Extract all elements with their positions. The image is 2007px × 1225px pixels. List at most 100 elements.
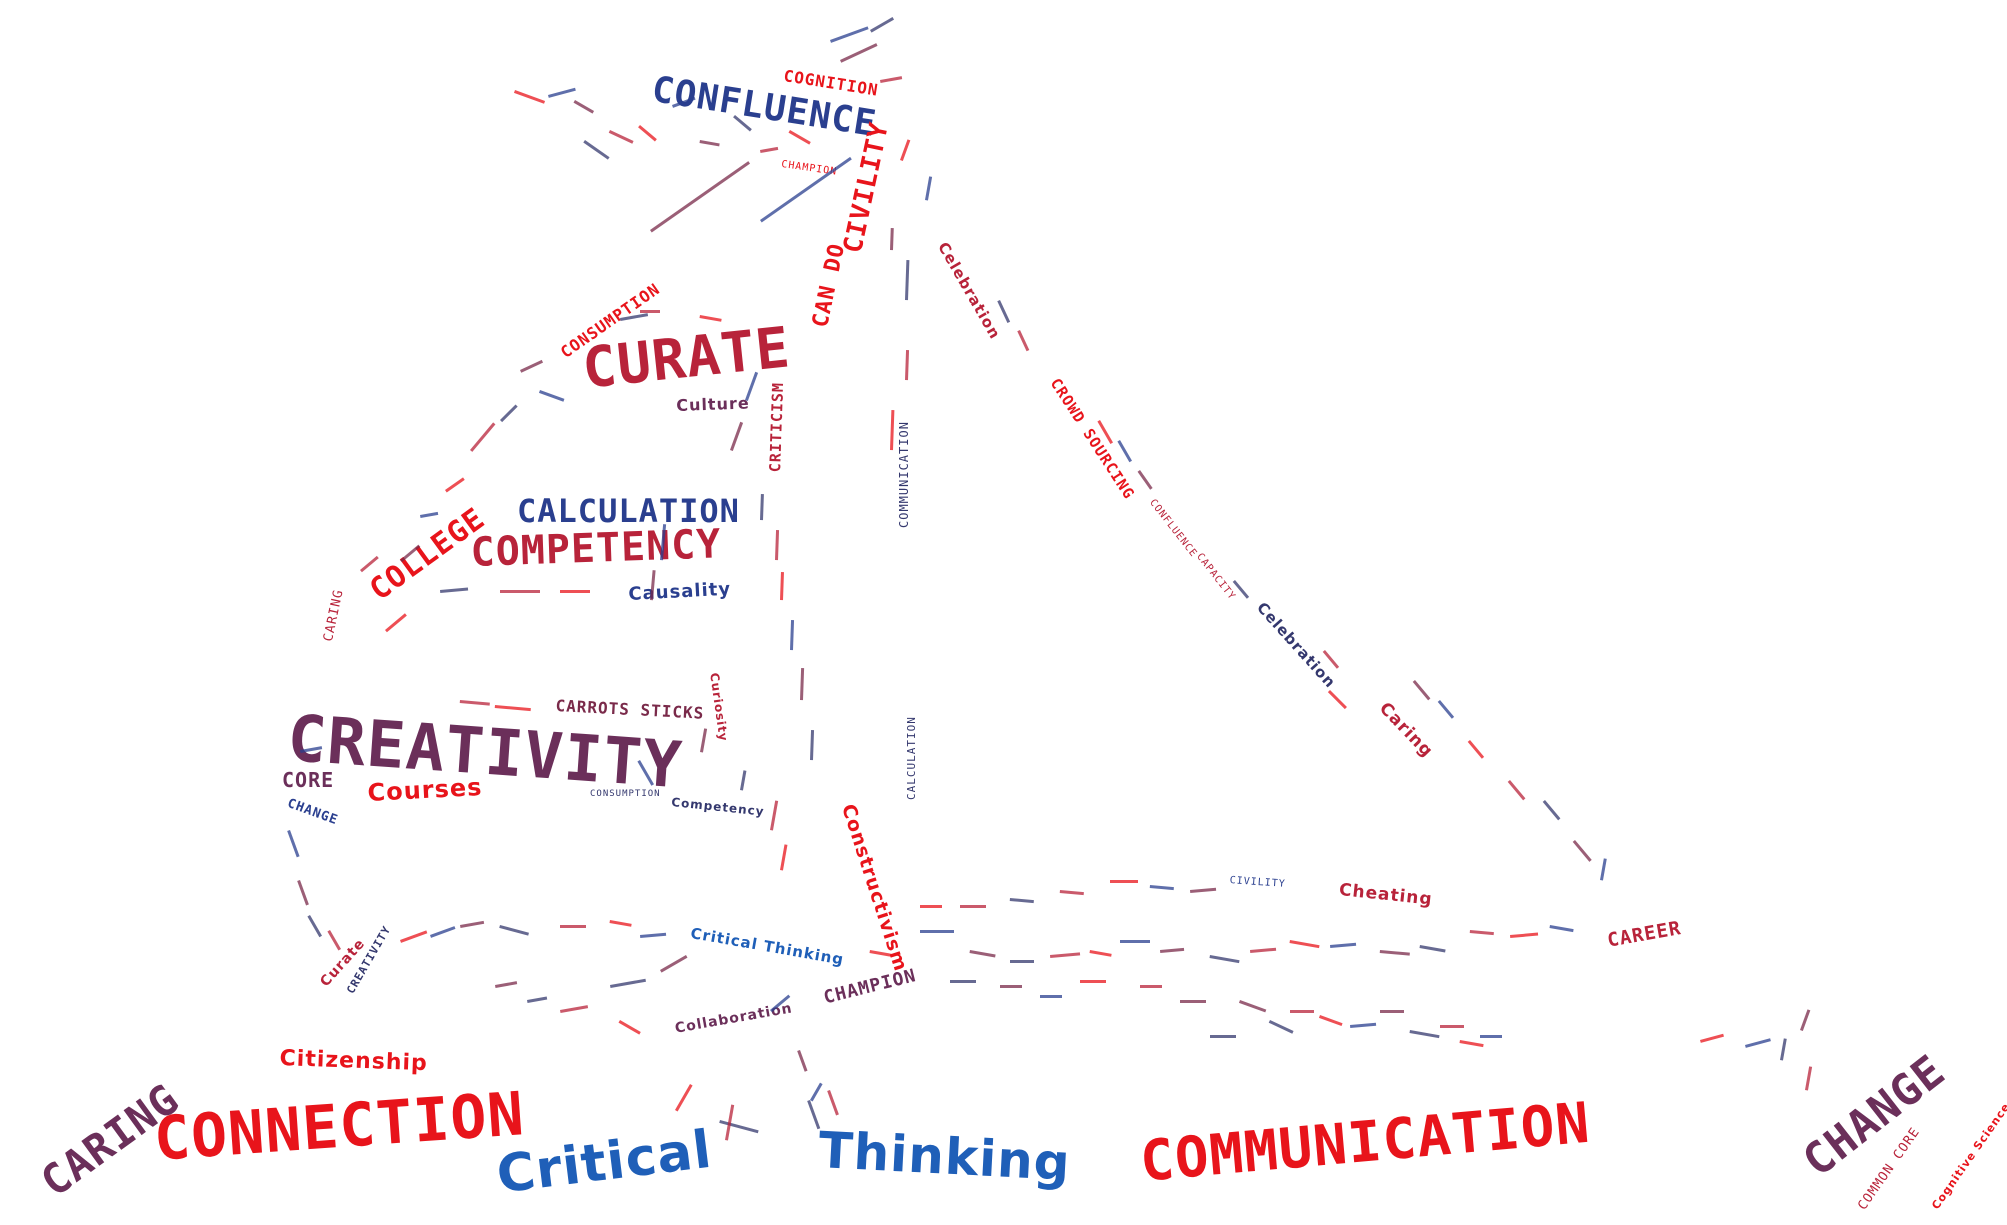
word-connection: CONNECTION — [151, 1079, 527, 1175]
filler-word-mark — [797, 1050, 808, 1072]
filler-word-mark — [608, 130, 634, 144]
filler-word-mark — [1780, 1038, 1787, 1061]
filler-word-mark — [1149, 885, 1174, 891]
filler-word-mark — [638, 125, 657, 142]
word-capacity: CAPACITY — [1194, 551, 1238, 603]
filler-word-mark — [770, 800, 779, 831]
filler-word-mark — [1510, 932, 1539, 938]
filler-word-mark — [500, 590, 540, 593]
filler-word-mark — [780, 572, 784, 601]
filler-word-mark — [925, 176, 933, 201]
word-career: CAREER — [1605, 917, 1683, 952]
filler-word-mark — [660, 955, 688, 973]
filler-word-mark — [1409, 1030, 1440, 1039]
filler-word-mark — [870, 17, 895, 33]
filler-word-mark — [1000, 985, 1022, 988]
word-competency: COMPETENCY — [469, 521, 723, 576]
filler-word-mark — [470, 422, 496, 452]
word-communication-big: COMMUNICATION — [1137, 1090, 1593, 1195]
filler-word-mark — [1120, 940, 1150, 943]
filler-word-mark — [1350, 1022, 1377, 1028]
filler-word-mark — [640, 932, 667, 938]
filler-word-mark — [520, 359, 544, 373]
filler-word-mark — [1572, 840, 1592, 862]
word-cognitive-science: Cognitive Science — [1929, 1100, 2007, 1212]
filler-word-mark — [1459, 1040, 1484, 1048]
word-celebration: Celebration — [934, 239, 1005, 343]
filler-word-mark — [1330, 942, 1357, 948]
filler-word-mark — [1327, 690, 1347, 710]
filler-word-mark — [760, 146, 779, 153]
filler-word-mark — [420, 511, 439, 518]
filler-word-mark — [1379, 950, 1410, 956]
filler-word-mark — [920, 930, 954, 933]
filler-word-mark — [1289, 940, 1320, 949]
filler-word-mark — [287, 830, 300, 858]
filler-word-mark — [560, 590, 590, 593]
filler-word-mark — [1050, 952, 1081, 958]
filler-word-mark — [1800, 1009, 1811, 1032]
word-critical: Critical — [493, 1119, 716, 1206]
filler-word-mark — [1419, 945, 1446, 953]
word-thinking: Thinking — [817, 1121, 1073, 1193]
filler-word-mark — [719, 1120, 759, 1134]
filler-word-mark — [400, 930, 428, 943]
filler-word-mark — [810, 730, 815, 761]
filler-word-mark — [997, 300, 1011, 324]
filler-word-mark — [807, 1100, 821, 1130]
filler-word-mark — [905, 350, 910, 381]
filler-word-mark — [950, 980, 976, 983]
filler-word-mark — [740, 770, 747, 791]
filler-word-mark — [1009, 898, 1034, 904]
word-caring-2: Caring — [1375, 698, 1437, 762]
filler-word-mark — [297, 880, 309, 906]
filler-word-mark — [573, 100, 595, 114]
filler-word-mark — [1180, 1000, 1206, 1003]
filler-word-mark — [327, 930, 341, 951]
word-can-do: CAN DO — [808, 240, 851, 330]
filler-word-mark — [1080, 980, 1106, 983]
filler-word-mark — [1117, 440, 1132, 463]
filler-word-mark — [650, 161, 751, 233]
filler-word-mark — [1040, 995, 1062, 998]
filler-word-mark — [699, 140, 720, 147]
filler-word-mark — [1010, 960, 1034, 963]
filler-word-mark — [1480, 1035, 1502, 1038]
filler-word-mark — [560, 925, 586, 928]
word-crowd-sourcing: CROWD SOURCING — [1046, 374, 1139, 503]
word-curiosity-small: Curiosity — [707, 671, 731, 743]
word-communication-vert: COMMUNICATION — [897, 421, 911, 528]
filler-word-mark — [499, 925, 529, 936]
word-citizenship: Citizenship — [279, 1046, 429, 1077]
word-creativity-big: CREATIVITY — [285, 702, 685, 804]
filler-word-mark — [618, 1020, 641, 1035]
filler-word-mark — [810, 1082, 823, 1102]
word-calculation-vert: CALCULATION — [905, 716, 918, 800]
filler-word-mark — [780, 844, 788, 871]
filler-word-mark — [1469, 930, 1494, 936]
filler-word-mark — [548, 87, 576, 98]
word-consumption-small: CONSUMPTION — [590, 789, 661, 799]
filler-word-mark — [1318, 1015, 1343, 1027]
filler-word-mark — [385, 613, 407, 633]
filler-word-mark — [1017, 330, 1030, 352]
filler-word-mark — [527, 996, 548, 1003]
filler-word-mark — [1059, 890, 1084, 896]
word-caring-small: CARING — [321, 587, 347, 643]
word-celebration-2: Celebration — [1253, 598, 1340, 692]
filler-word-mark — [1745, 1038, 1771, 1048]
filler-word-mark — [583, 140, 610, 160]
filler-word-mark — [800, 668, 805, 701]
word-confluence-small: CONFLUENCE — [1147, 497, 1200, 560]
filler-word-mark — [699, 315, 722, 322]
filler-word-mark — [730, 421, 744, 452]
filler-word-mark — [775, 530, 780, 561]
word-core: CORE — [282, 768, 335, 792]
filler-word-mark — [1210, 1035, 1236, 1038]
filler-word-mark — [460, 920, 485, 928]
filler-word-mark — [1238, 1000, 1267, 1013]
filler-word-mark — [890, 228, 894, 251]
word-causality: Causality — [627, 578, 732, 605]
word-competency-small: Competency — [670, 795, 766, 819]
